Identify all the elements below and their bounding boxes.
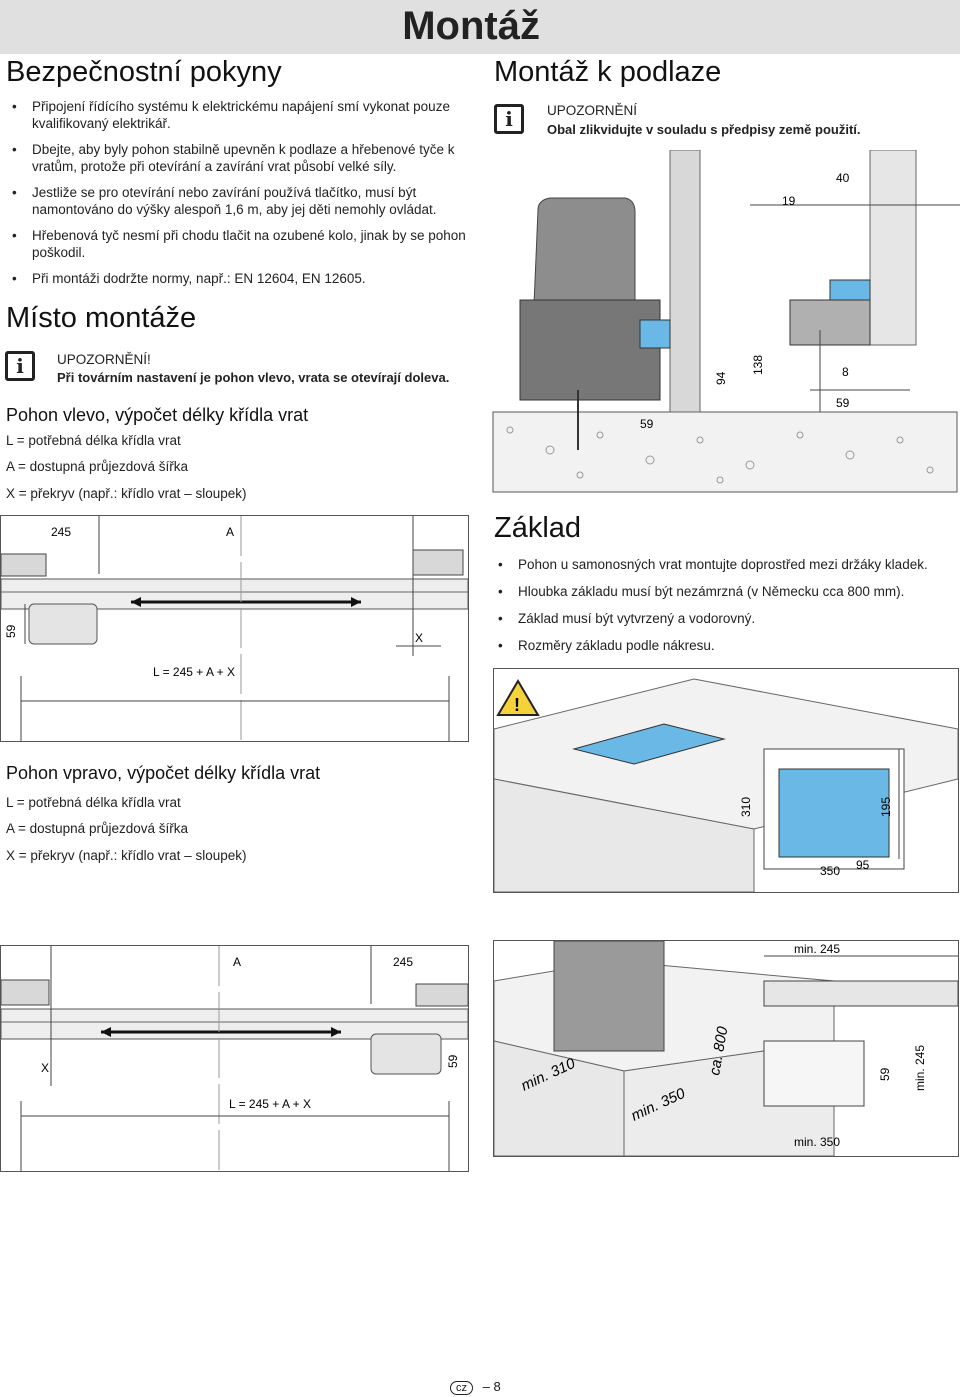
dim-a: A <box>226 525 234 539</box>
dim-59: 59 <box>878 1067 892 1081</box>
floor-heading: Montáž k podlaze <box>494 56 722 88</box>
dim-138: 138 <box>751 355 765 375</box>
dim-a: A <box>233 955 241 969</box>
info-icon: i <box>5 351 35 381</box>
formula: L = 245 + A + X <box>229 1097 311 1111</box>
dim-59a: 59 <box>640 417 654 431</box>
dim-310: 310 <box>739 797 753 817</box>
dim-350: 350 <box>820 864 840 878</box>
dim-min350-bottom: min. 350 <box>794 1135 840 1149</box>
warning-icon <box>496 679 540 716</box>
right-calc-line: L = potřebná délka křídla vrat <box>6 795 181 810</box>
dim-59b: 59 <box>836 396 850 410</box>
dim-min245: min. 245 <box>794 942 840 956</box>
safety-item: Dbejte, aby byly pohon stabilně upevněn … <box>8 141 468 175</box>
info-icon: i <box>494 104 524 134</box>
dim-x: X <box>415 631 423 645</box>
left-calc-heading: Pohon vlevo, výpočet délky křídla vrat <box>6 405 309 425</box>
safety-item: Jestliže se pro otevírání nebo zavírání … <box>8 184 468 218</box>
dim-x: X <box>41 1061 49 1075</box>
dim-min245-vertical: min. 245 <box>913 1045 927 1091</box>
dim-8: 8 <box>842 365 849 379</box>
left-calc-line: A = dostupná průjezdová šířka <box>6 459 188 474</box>
dim-94: 94 <box>714 371 728 385</box>
page-title: Montáž <box>402 4 540 48</box>
right-gate-figure: A 245 X 59 L = 245 + A + X <box>0 945 469 1172</box>
safety-item: Hřebenová tyč nesmí při chodu tlačit na … <box>8 227 468 261</box>
foundation-dimensions-figure: min. 245 min. 310 min. 350 ca. 800 59 mi… <box>493 940 959 1157</box>
left-calc-line: X = překryv (např.: křídlo vrat – sloupe… <box>6 486 247 501</box>
dim-195: 195 <box>879 797 893 817</box>
foundation-heading: Základ <box>494 512 582 544</box>
safety-item: Při montáži dodržte normy, např.: EN 126… <box>8 270 468 287</box>
header-bar <box>0 0 960 54</box>
left-gate-figure: 245 A X 59 L = 245 + A + X <box>0 515 469 742</box>
safety-list: Připojení řídícího systému k elektrickém… <box>8 98 468 296</box>
page-footer: cz – 8 <box>450 1379 501 1395</box>
language-badge: cz <box>450 1381 473 1395</box>
dim-245: 245 <box>393 955 413 969</box>
dim-95: 95 <box>856 858 870 872</box>
foundation-item: Základ musí být vytvrzený a vodorovný. <box>494 610 954 627</box>
floor-note-title: UPOZORNĚNÍ <box>547 103 638 118</box>
foundation-item: Hloubka základu musí být nezámrzná (v Ně… <box>494 583 954 600</box>
floor-mount-figure: 40 19 94 138 8 59 59 <box>490 149 960 495</box>
foundation-figure: ! 310 195 350 95 <box>493 668 959 893</box>
safety-heading: Bezpečnostní pokyny <box>6 56 282 88</box>
right-calc-line: X = překryv (např.: křídlo vrat – sloupe… <box>6 848 247 863</box>
dim-40: 40 <box>836 171 850 185</box>
dim-245: 245 <box>51 525 71 539</box>
right-calc-heading: Pohon vpravo, výpočet délky křídla vrat <box>6 763 321 783</box>
foundation-list: Pohon u samonosných vrat montujte dopros… <box>494 556 954 664</box>
page-number: – 8 <box>482 1379 501 1394</box>
formula: L = 245 + A + X <box>153 665 235 679</box>
site-note-title: UPOZORNĚNÍ! <box>57 352 151 367</box>
right-calc-line: A = dostupná průjezdová šířka <box>6 821 188 836</box>
left-calc-line: L = potřebná délka křídla vrat <box>6 433 181 448</box>
dim-19: 19 <box>782 194 796 208</box>
foundation-item: Rozměry základu podle nákresu. <box>494 637 954 654</box>
svg-text:!: ! <box>514 695 520 715</box>
floor-note-text: Obal zlikvidujte v souladu s předpisy ze… <box>547 122 861 137</box>
site-heading: Místo montáže <box>6 302 197 334</box>
foundation-item: Pohon u samonosných vrat montujte dopros… <box>494 556 954 573</box>
site-note-text: Při továrním nastavení je pohon vlevo, v… <box>57 370 450 385</box>
dim-59: 59 <box>446 1054 460 1068</box>
safety-item: Připojení řídícího systému k elektrickém… <box>8 98 468 132</box>
dim-59: 59 <box>4 624 18 638</box>
